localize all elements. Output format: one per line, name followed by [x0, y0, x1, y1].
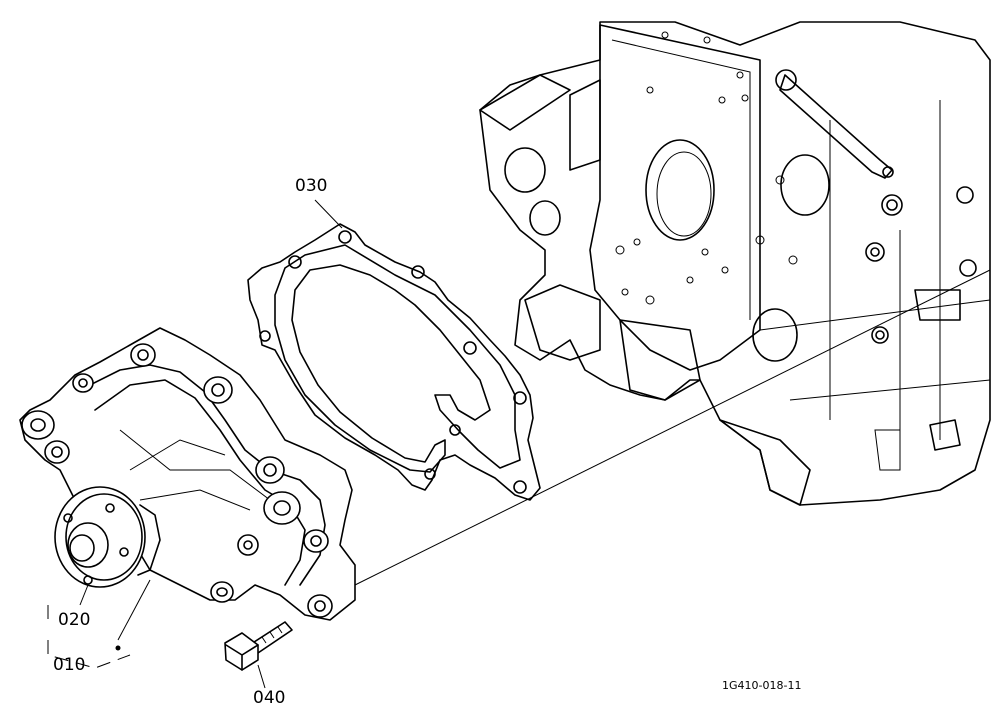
part-labels: 030 020 010 040 1G410-018-11	[53, 176, 801, 708]
engine-block	[479, 21, 991, 506]
water-pump	[19, 327, 356, 621]
leader-lines	[47, 199, 991, 689]
label-010: 010	[53, 655, 85, 675]
label-030: 030	[295, 176, 327, 196]
label-020: 020	[58, 610, 90, 630]
bolt-040	[224, 621, 293, 671]
label-040: 040	[253, 688, 285, 708]
drawing-reference: 1G410-018-11	[722, 679, 801, 692]
gasket-030	[247, 223, 541, 501]
pulley-flange-020	[54, 486, 161, 588]
